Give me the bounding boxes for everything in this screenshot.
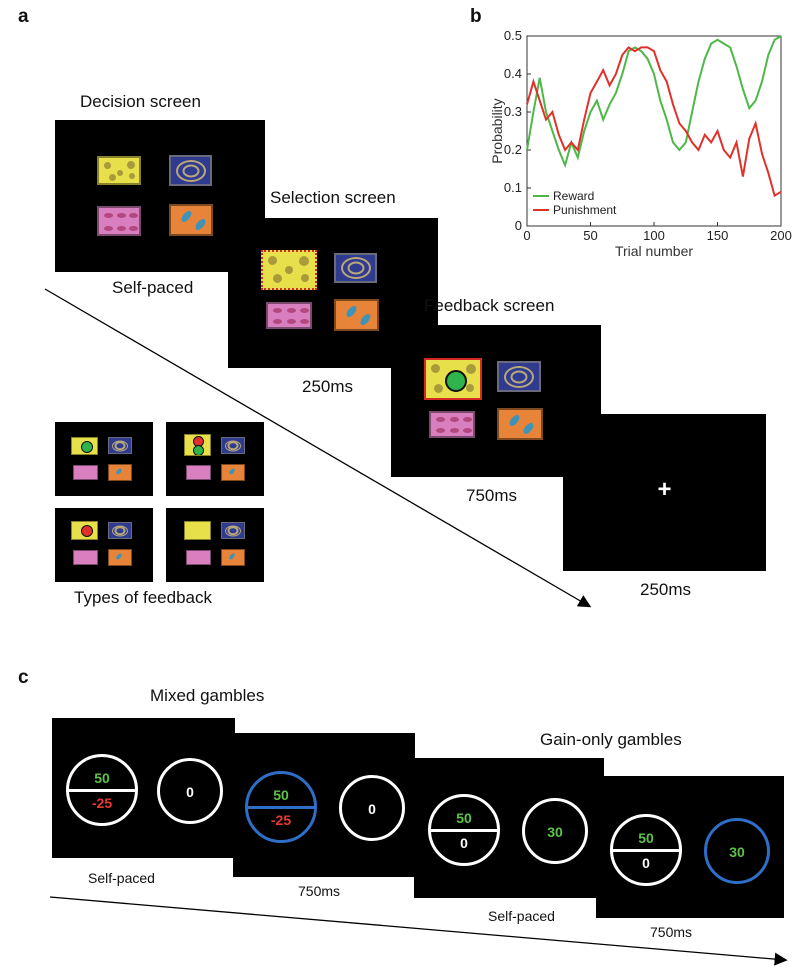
- gamble-screen: 50 0 30: [596, 776, 784, 918]
- gamble-option-left: 50 -25: [66, 754, 138, 826]
- fixation-cross: +: [657, 476, 672, 503]
- blue-spiral-stimulus: [334, 253, 377, 283]
- gain-only-gambles-title: Gain-only gambles: [540, 730, 682, 749]
- gamble-right-value: 0: [186, 784, 194, 800]
- decision-screen: [55, 120, 265, 272]
- gamble-left-bottom-value: 0: [642, 855, 650, 871]
- selection-screen-title: Selection screen: [270, 188, 396, 207]
- time-arrow-a: [44, 288, 592, 608]
- panel-label-c: c: [18, 667, 29, 688]
- y-tick-label: 0.5: [504, 28, 522, 43]
- pink-oval-stimulus: [429, 411, 475, 438]
- legend-label-punishment: Punishment: [553, 203, 617, 217]
- feedback-types-label: Types of feedback: [74, 588, 212, 607]
- gamble-left-top-value: 50: [273, 787, 289, 803]
- gamble-screen-timing: 750ms: [650, 924, 693, 940]
- orange-feather-stimulus: [497, 408, 543, 440]
- selected-yellow-stimulus: [424, 358, 482, 400]
- gamble-right-value: 0: [368, 801, 376, 817]
- gamble-option-left: 50 0: [610, 814, 682, 886]
- decision-screen-timing: Self-paced: [112, 278, 194, 297]
- decision-screen-title: Decision screen: [80, 92, 201, 111]
- y-tick-label: 0.3: [504, 104, 522, 119]
- fixation-screen-timing: 250ms: [640, 580, 692, 599]
- gamble-option-right: 0: [339, 775, 405, 841]
- gamble-left-top-value: 50: [638, 830, 654, 846]
- gamble-option-right: 0: [157, 758, 223, 824]
- punishment-token-icon: [81, 525, 93, 537]
- gamble-divider: [69, 788, 135, 792]
- gamble-option-left: 50 0: [428, 794, 500, 866]
- gamble-screen-timing: Self-paced: [88, 870, 155, 886]
- gamble-divider: [613, 848, 679, 852]
- gamble-left-bottom-value: -25: [91, 795, 113, 811]
- x-tick-label: 200: [770, 228, 792, 243]
- gamble-right-value: 30: [729, 844, 745, 860]
- panel-label-a: a: [18, 6, 29, 27]
- x-tick-label: 150: [707, 228, 729, 243]
- orange-feather-stimulus: [334, 299, 379, 331]
- gamble-divider: [248, 805, 314, 809]
- gamble-left-top-value: 50: [456, 810, 472, 826]
- pink-oval-stimulus: [97, 206, 141, 236]
- gamble-screen: 50 -25 0: [233, 733, 415, 877]
- gamble-right-value: 30: [547, 824, 563, 840]
- feedback-thumb-reward: [55, 422, 153, 496]
- y-tick-label: 0.2: [504, 142, 522, 157]
- gamble-left-bottom-value: -25: [270, 812, 292, 828]
- feedback-thumb-both: [166, 422, 264, 496]
- reward-token-icon: [81, 441, 93, 453]
- gamble-divider: [431, 828, 497, 832]
- orange-feather-stimulus: [169, 204, 213, 236]
- feedback-screen-title: Feedback screen: [424, 296, 555, 315]
- gamble-option-left: 50 -25: [245, 771, 317, 843]
- x-tick-label: 0: [523, 228, 530, 243]
- y-tick-label: 0: [515, 218, 522, 233]
- series-line-reward: [526, 35, 782, 169]
- x-tick-label: 100: [643, 228, 665, 243]
- feedback-thumb-punishment: [55, 508, 153, 582]
- pink-oval-stimulus: [266, 302, 312, 329]
- gamble-screen-timing: 750ms: [298, 883, 341, 899]
- gamble-screen: 50 -25 0: [52, 718, 235, 858]
- blue-spiral-stimulus: [169, 155, 212, 186]
- gamble-option-right: 30: [704, 818, 770, 884]
- gamble-screen-timing: Self-paced: [488, 908, 555, 924]
- series-line-punishment: [526, 46, 782, 198]
- x-axis-label: Trial number: [615, 243, 693, 259]
- yellow-dotted-stimulus: [97, 156, 141, 185]
- blue-spiral-stimulus: [497, 361, 541, 392]
- y-tick-label: 0.1: [504, 180, 522, 195]
- selection-screen-timing: 250ms: [302, 377, 354, 396]
- reward-token-icon: [193, 445, 204, 455]
- selected-yellow-stimulus: [261, 250, 317, 290]
- mixed-gambles-title: Mixed gambles: [150, 686, 265, 705]
- y-axis-label: Probability: [489, 98, 505, 163]
- y-tick-label: 0.4: [504, 66, 522, 81]
- panel-label-b: b: [470, 6, 482, 27]
- feedback-thumb-none: [166, 508, 264, 582]
- gamble-left-top-value: 50: [94, 770, 110, 786]
- reward-token-icon: [445, 370, 467, 392]
- time-arrow-c: [49, 896, 788, 966]
- x-tick-label: 50: [583, 228, 597, 243]
- legend-label-reward: Reward: [553, 189, 594, 203]
- gamble-left-bottom-value: 0: [460, 835, 468, 851]
- fixation-screen: +: [563, 414, 766, 571]
- gamble-screen: 50 0 30: [414, 758, 604, 898]
- gamble-option-right: 30: [522, 798, 588, 864]
- feedback-screen-timing: 750ms: [466, 486, 518, 505]
